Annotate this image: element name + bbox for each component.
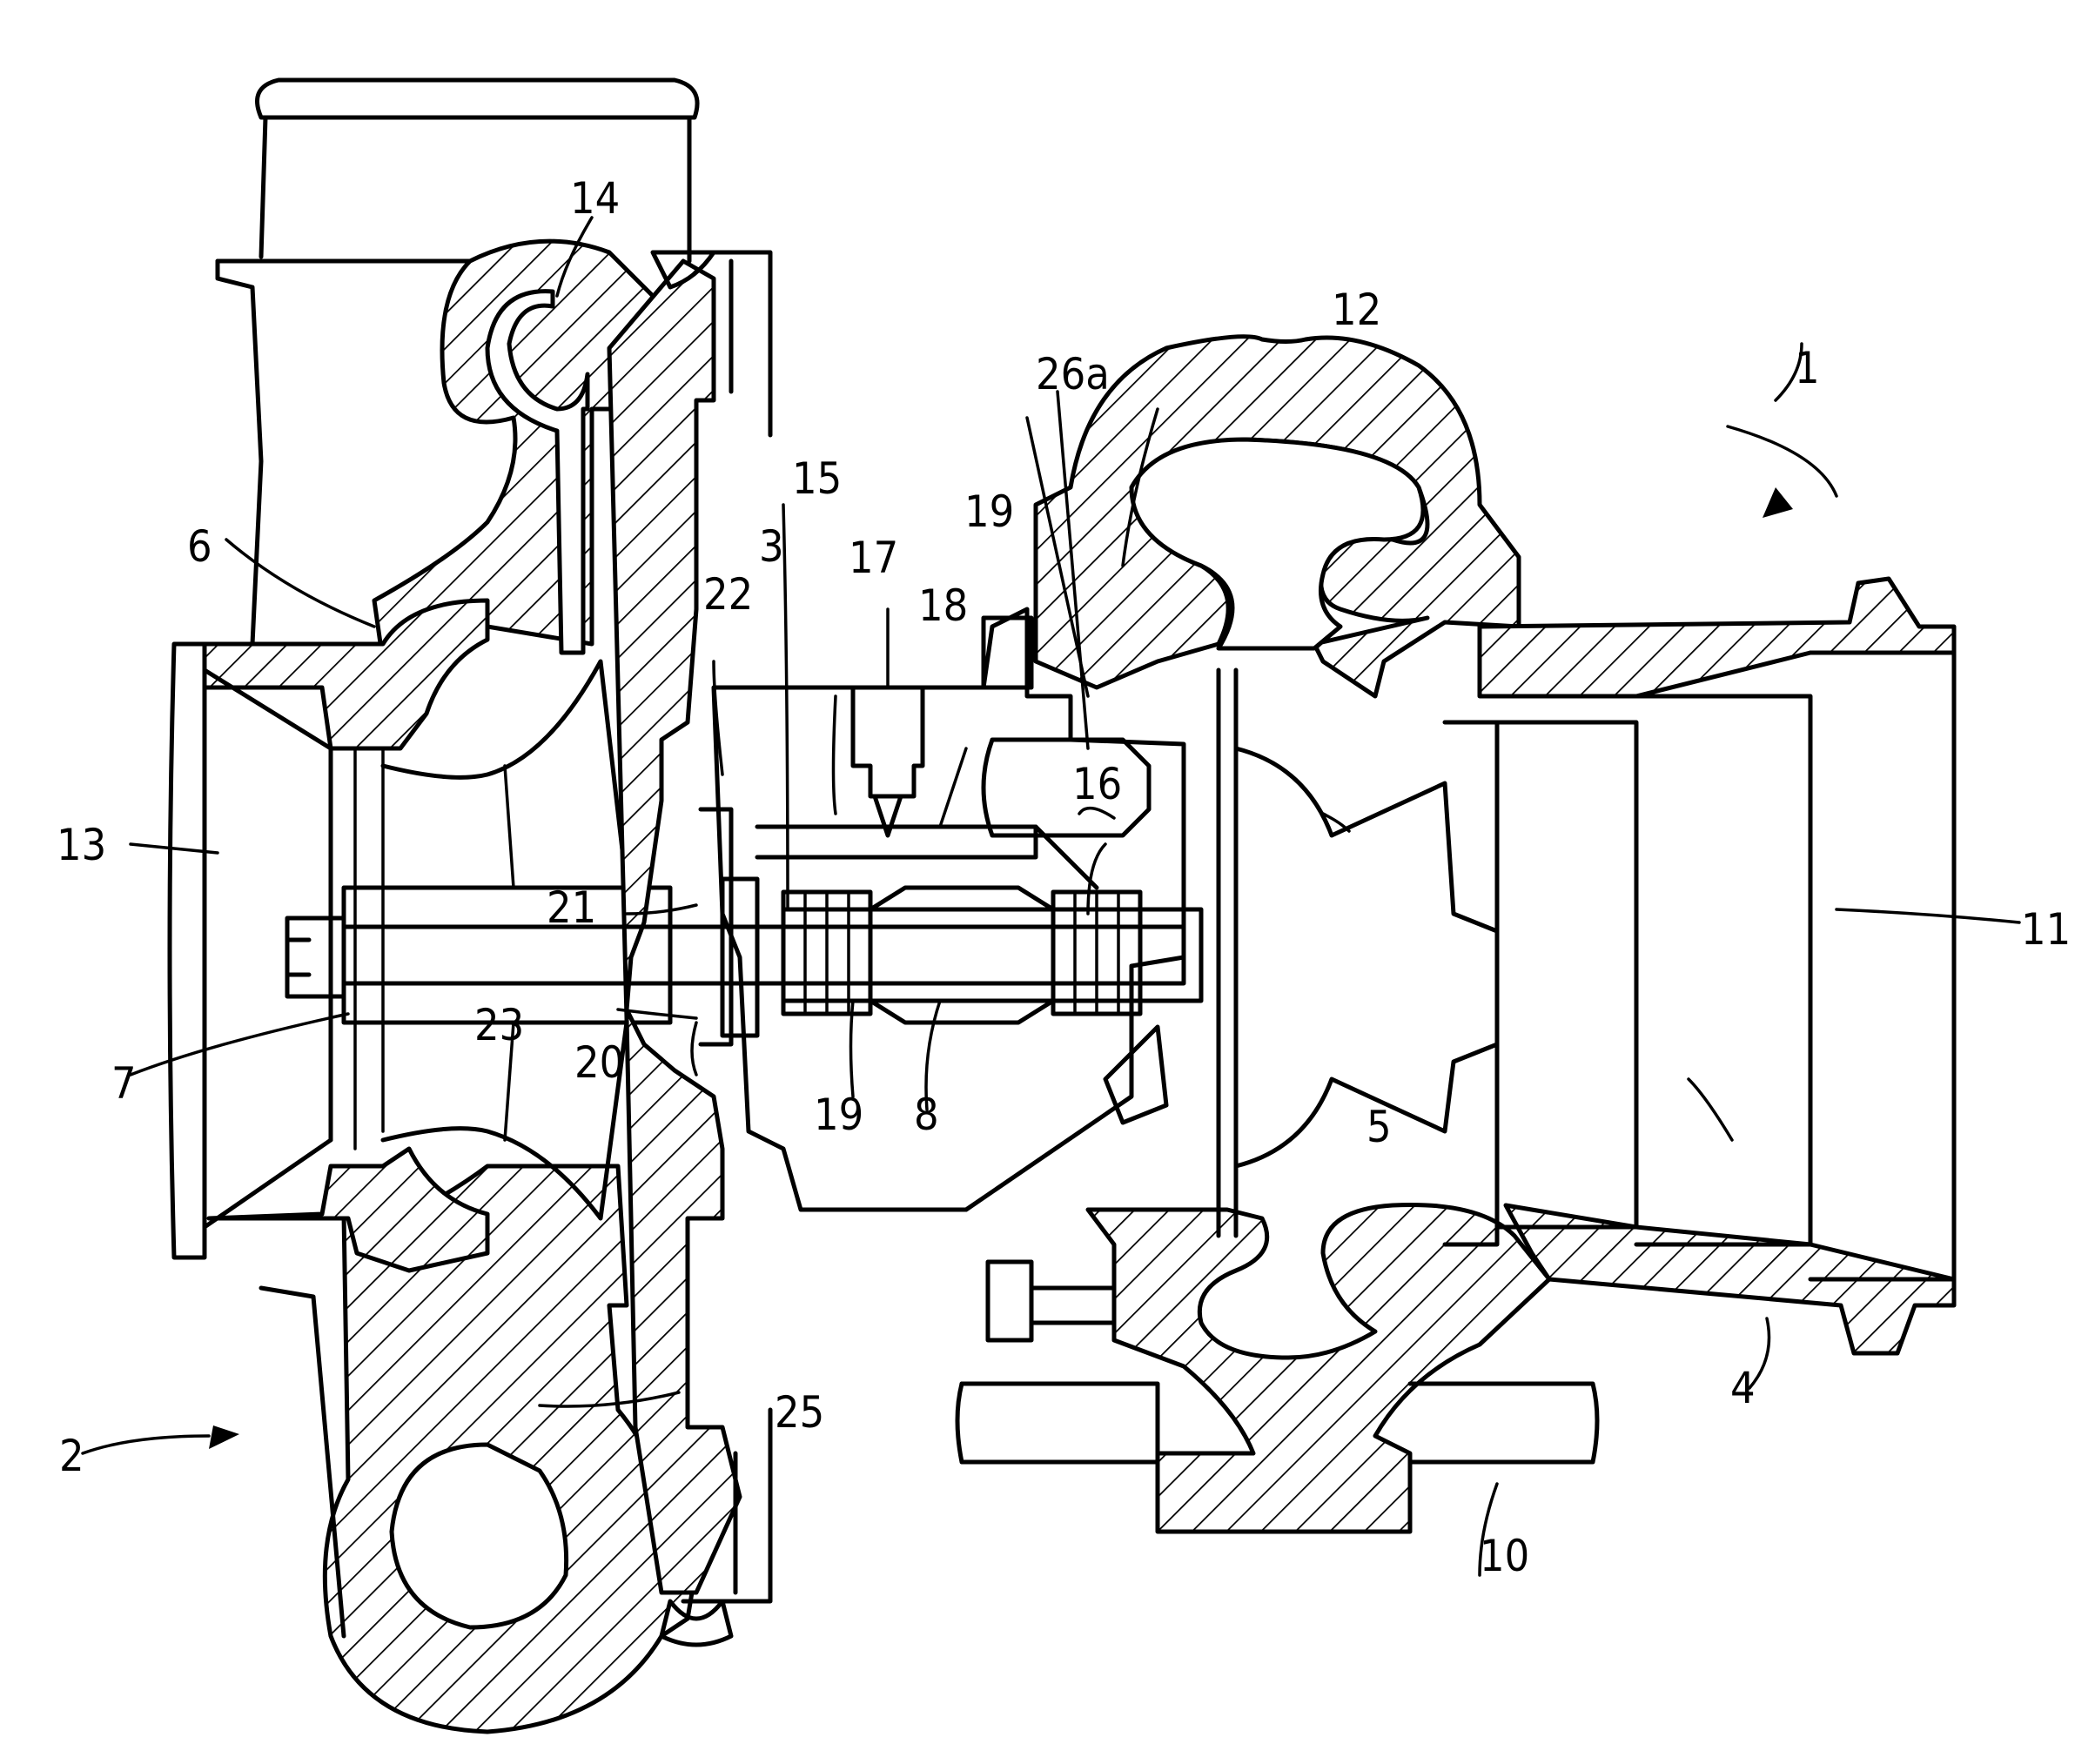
label-5: 5 (1366, 1102, 1392, 1152)
shaft-assembly (341, 807, 1204, 1047)
compressor-wheel (285, 659, 673, 1221)
label-2: 2 (59, 1431, 84, 1481)
label-15: 15 (792, 453, 842, 504)
label-10: 10 (1480, 1531, 1529, 1581)
label-17: 17 (849, 533, 898, 583)
label-11: 11 (2021, 904, 2071, 955)
label-25: 25 (775, 1387, 824, 1438)
label-23: 23 (474, 1000, 524, 1050)
label-16: 16 (1072, 759, 1122, 809)
label-20: 20 (574, 1037, 624, 1088)
label-18: 18 (918, 580, 968, 631)
reference-labels: 14 12 26a 1 6 15 3 17 19 22 18 16 13 21 … (57, 173, 2071, 1581)
leader-lines (81, 216, 2021, 1577)
label-19-top: 19 (964, 486, 1014, 537)
label-12: 12 (1332, 285, 1381, 335)
label-26a: 26a (1036, 349, 1110, 399)
turbine-housing (955, 334, 1957, 1534)
label-7: 7 (111, 1058, 137, 1109)
label-13: 13 (57, 820, 106, 870)
label-8: 8 (914, 1090, 939, 1140)
label-4: 4 (1730, 1363, 1756, 1413)
label-3: 3 (759, 521, 784, 572)
label-6: 6 (187, 521, 212, 572)
compressor-housing (167, 77, 700, 1734)
assembly-arrows (209, 487, 1793, 1449)
label-22: 22 (703, 569, 753, 620)
compressor-back-plate (607, 250, 773, 1647)
label-19-bottom: 19 (814, 1090, 863, 1140)
label-21: 21 (547, 882, 596, 933)
label-14: 14 (570, 173, 620, 224)
label-1: 1 (1795, 343, 1820, 393)
